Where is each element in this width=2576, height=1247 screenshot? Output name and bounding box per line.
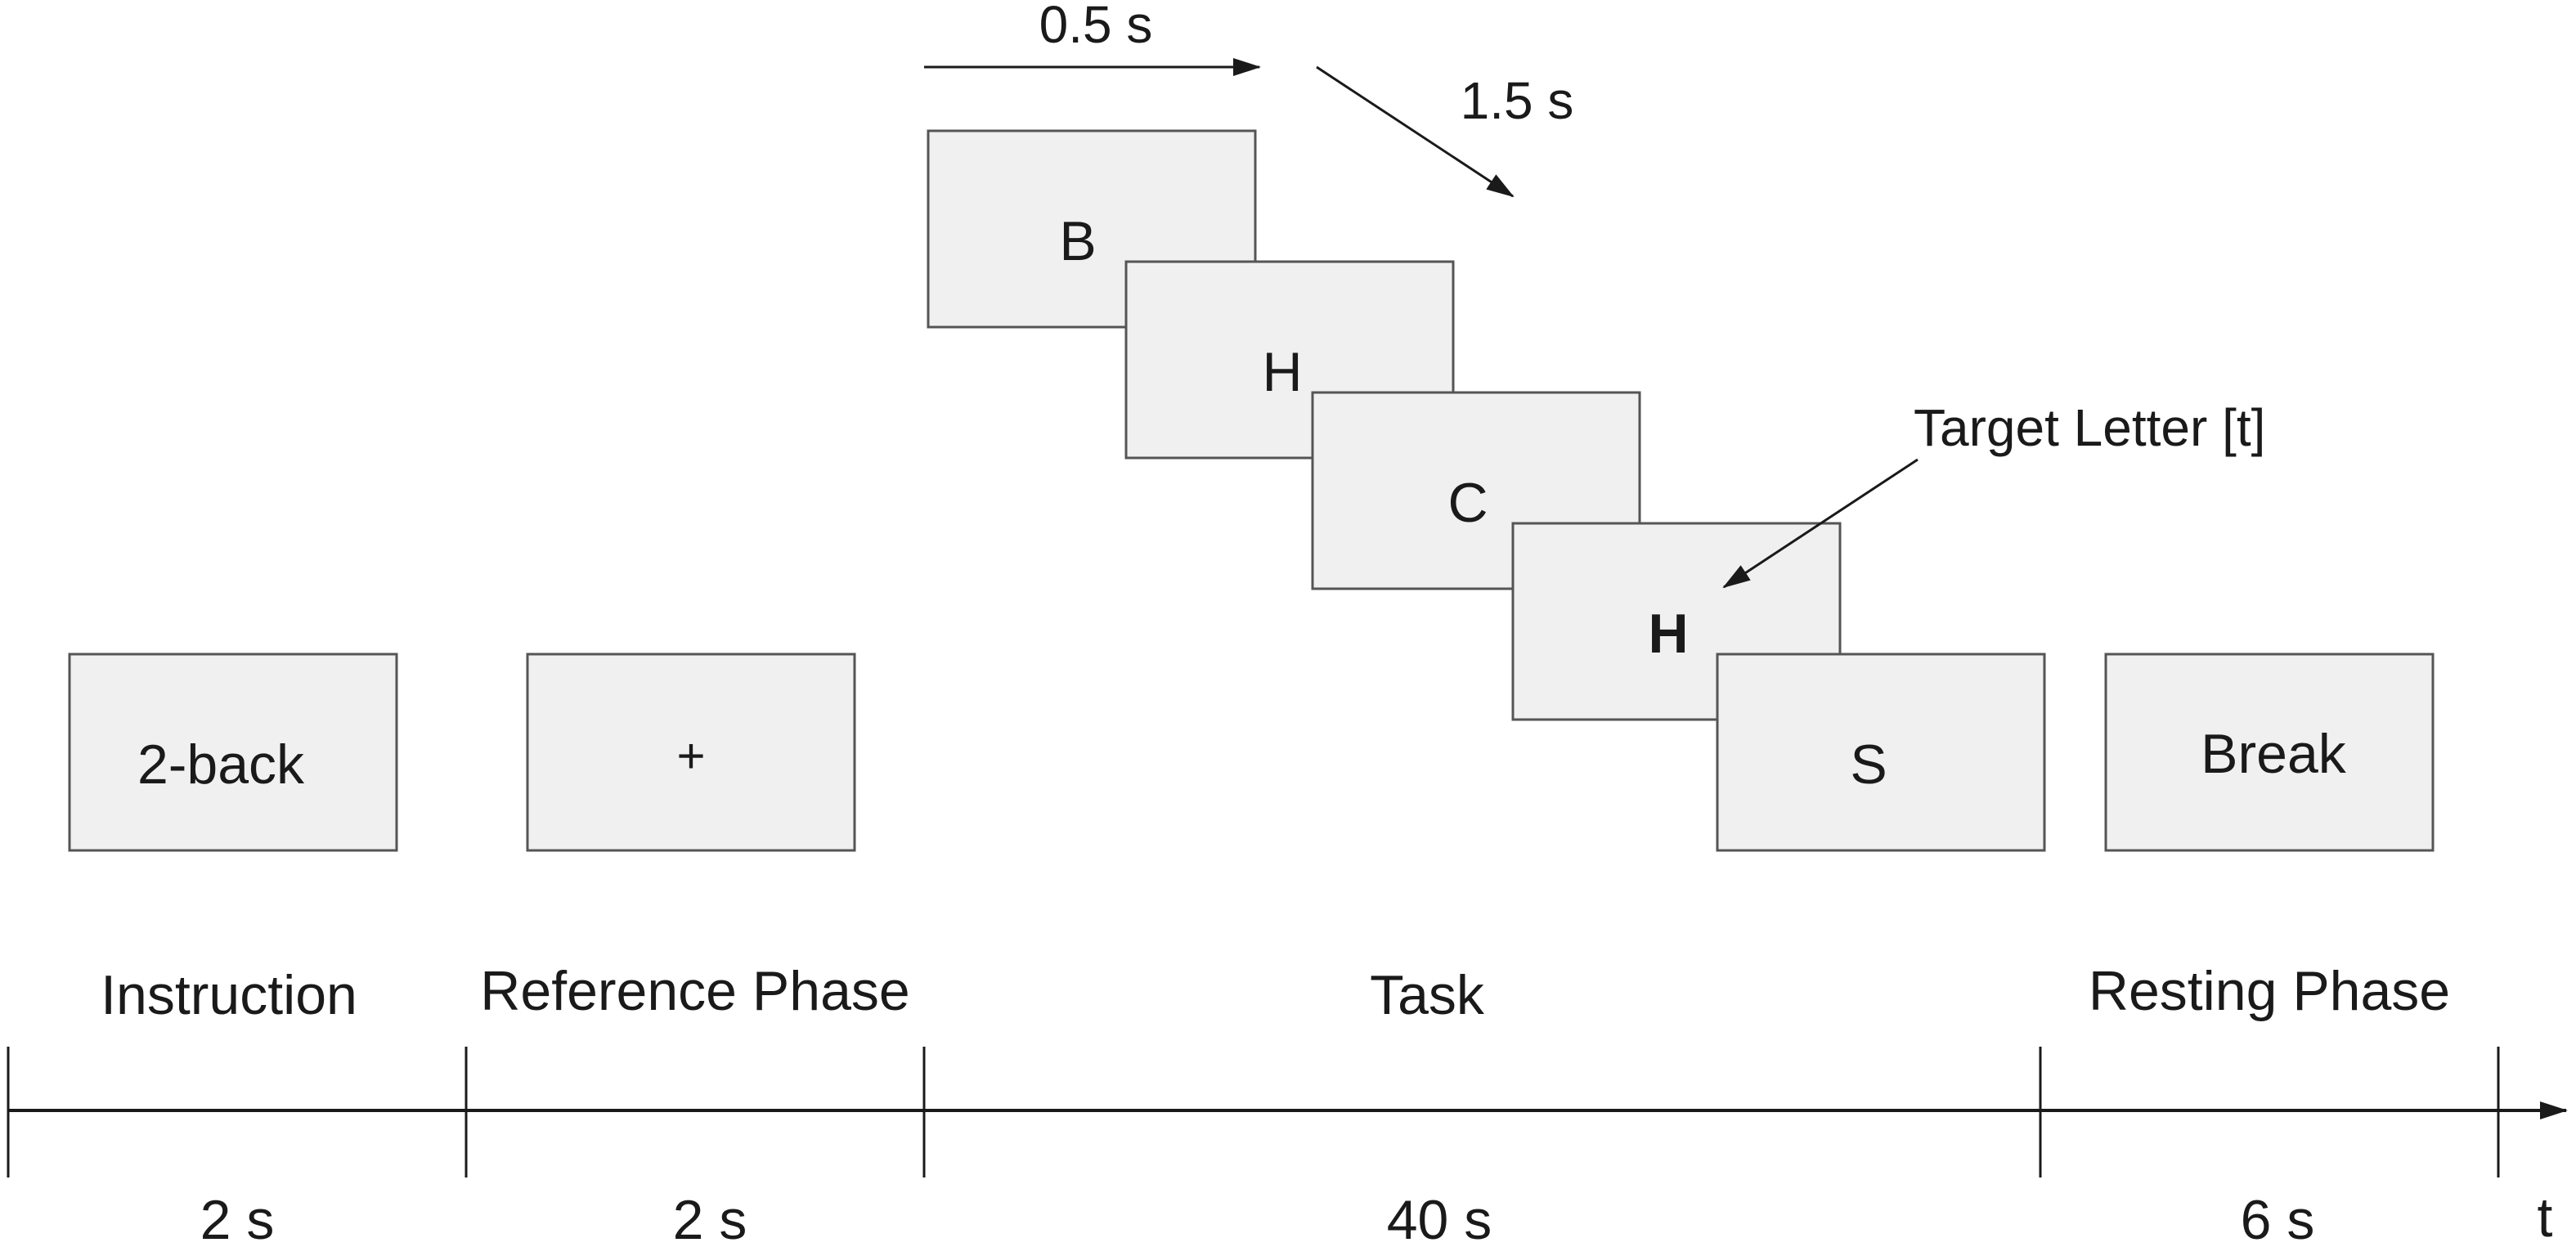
phase-label: Task [1370,964,1485,1026]
rest-screen-text: Break [2201,723,2347,785]
stimulus-letter: C [1447,472,1488,534]
instruction-screen: 2-back [68,653,398,852]
target-pointer-arrow [1722,458,1919,589]
phase-duration: 40 s [1387,1189,1492,1247]
phase-duration: 2 s [673,1189,747,1247]
phase-label: Reference Phase [480,960,909,1022]
stimulus-screen: S [1716,653,2046,852]
reference-screen: + [526,653,856,852]
isi-duration-arrow [1316,65,1515,198]
phase-label: Instruction [101,964,357,1026]
fixation-cross: + [676,729,705,783]
phase-duration: 6 s [2241,1189,2315,1247]
instruction-screen-text: 2-back [137,733,305,796]
phase-label: Resting Phase [2089,960,2450,1022]
stimulus-letter: H [1648,603,1688,665]
time-axis-label: t [2538,1186,2553,1247]
rest-screen: Break [2104,653,2435,852]
isi-duration-label: 1.5 s [1461,71,1574,130]
stimulus-letter: B [1059,210,1096,272]
stimulus-duration-label: 0.5 s [1039,0,1153,54]
phase-duration: 2 s [200,1189,275,1247]
stimulus-letter: S [1850,733,1887,796]
target-letter-label: Target Letter [t] [1914,398,2265,457]
stimulus-letter: H [1262,341,1302,403]
